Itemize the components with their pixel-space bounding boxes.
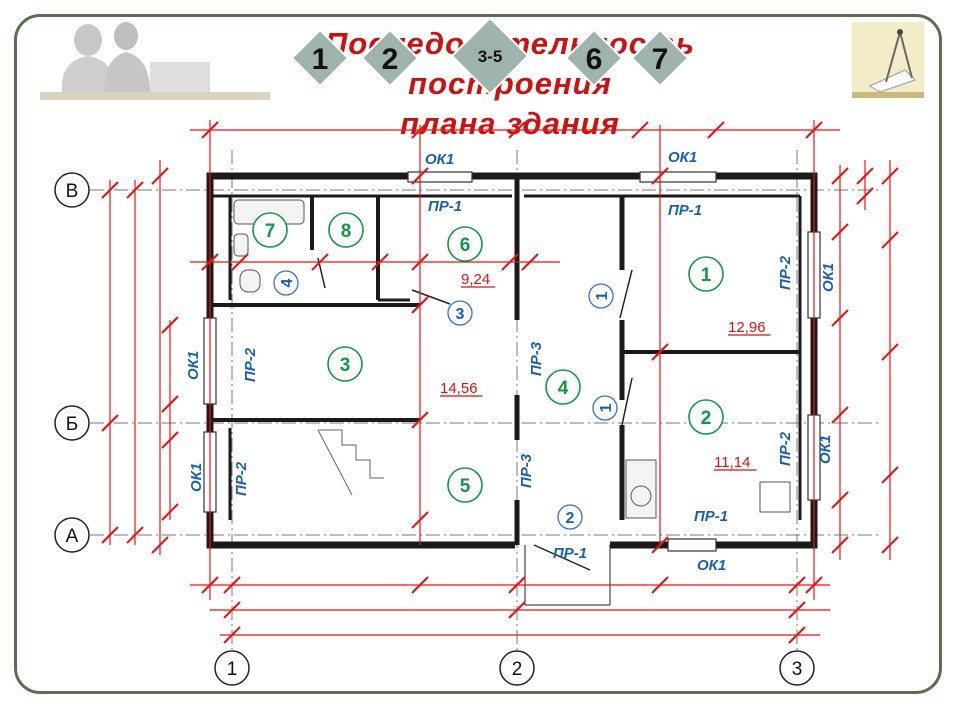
- nav-step-3-button[interactable]: 3-5: [450, 16, 530, 96]
- room-number-marker: 1: [688, 256, 724, 292]
- room-number-marker: 5: [447, 467, 483, 503]
- room-number-label: 7: [265, 221, 276, 242]
- window-label: ОК1: [817, 435, 834, 464]
- window-label: ОК1: [188, 463, 205, 492]
- axis-column-marker: 2: [499, 650, 535, 686]
- door-number-marker: 4: [273, 270, 299, 296]
- lintel-label: ПР-2: [777, 255, 794, 290]
- door-number-label: 1: [594, 291, 611, 300]
- nav-step-5-button[interactable]: 7: [630, 28, 690, 88]
- room-number-marker: 2: [688, 399, 724, 435]
- lintel-label: ПР-1: [428, 198, 462, 215]
- room-area-label: 14,56: [440, 380, 478, 397]
- axis-column-label: 1: [227, 659, 238, 680]
- nav-step-3-label: 3-5: [478, 47, 503, 66]
- people-silhouette-logo: [40, 22, 270, 100]
- window-label: ОК1: [185, 351, 202, 380]
- room-number-label: 5: [460, 476, 471, 497]
- lintel-label: ПР-1: [553, 545, 587, 562]
- room-area-label: 11,14: [714, 454, 750, 471]
- window-label: ОК1: [668, 149, 697, 166]
- door-number-label: 3: [456, 306, 465, 323]
- room-number-marker: 4: [545, 369, 581, 405]
- nav-step-2-label: 2: [382, 43, 399, 76]
- lintel-label: ПР-1: [668, 202, 702, 219]
- nav-step-5-label: 7: [652, 43, 669, 76]
- axis-row-marker: А: [54, 517, 90, 553]
- title-line-3: плана здания: [400, 106, 620, 141]
- drafting-compass-icon: [852, 22, 924, 98]
- lintel-label: ПР-2: [242, 347, 259, 382]
- nav-step-4-button[interactable]: 6: [564, 28, 624, 88]
- lintel-label: ПР-3: [518, 453, 535, 488]
- lintel-label: ПР-3: [528, 341, 545, 376]
- lintel-label: ПР-2: [233, 461, 250, 496]
- room-number-label: 3: [340, 355, 351, 376]
- window-label: ОК1: [425, 151, 454, 168]
- room-number-label: 4: [558, 378, 569, 399]
- room-number-label: 2: [701, 408, 712, 429]
- room-number-label: 8: [341, 221, 352, 242]
- room-number-marker: 7: [252, 212, 288, 248]
- room-area-label: 12,96: [728, 319, 766, 336]
- room-number-marker: 3: [327, 346, 363, 382]
- room-number-marker: 8: [328, 212, 364, 248]
- axis-row-marker: В: [54, 172, 90, 208]
- room-number-marker: 6: [447, 226, 483, 262]
- nav-step-4-label: 6: [586, 43, 603, 76]
- axis-column-marker: 1: [214, 650, 250, 686]
- axis-column-label: 2: [512, 659, 523, 680]
- axis-row-marker: Б: [54, 405, 90, 441]
- door-number-marker: 1: [592, 395, 618, 421]
- nav-step-2-button[interactable]: 2: [360, 28, 420, 88]
- door-number-label: 1: [598, 403, 615, 412]
- axis-row-label: А: [66, 526, 79, 547]
- room-number-label: 6: [460, 235, 471, 256]
- door-number-marker: 2: [557, 504, 583, 530]
- window-label: ОК1: [697, 557, 726, 574]
- room-number-label: 1: [701, 265, 712, 286]
- lintel-label: ПР-2: [777, 431, 794, 466]
- lintel-label: ПР-1: [694, 508, 728, 525]
- axis-column-marker: 3: [779, 650, 815, 686]
- axis-row-label: В: [66, 181, 79, 202]
- nav-step-1-label: 1: [312, 43, 329, 76]
- door-number-marker: 1: [588, 283, 614, 309]
- door-number-label: 4: [279, 278, 296, 287]
- nav-step-1-button[interactable]: 1: [290, 28, 350, 88]
- door-number-label: 2: [566, 510, 575, 527]
- door-number-marker: 3: [447, 300, 473, 326]
- axis-column-label: 3: [792, 659, 803, 680]
- room-area-label: 9,24: [461, 271, 490, 288]
- window-label: ОК1: [820, 263, 837, 292]
- axis-row-label: Б: [66, 414, 78, 435]
